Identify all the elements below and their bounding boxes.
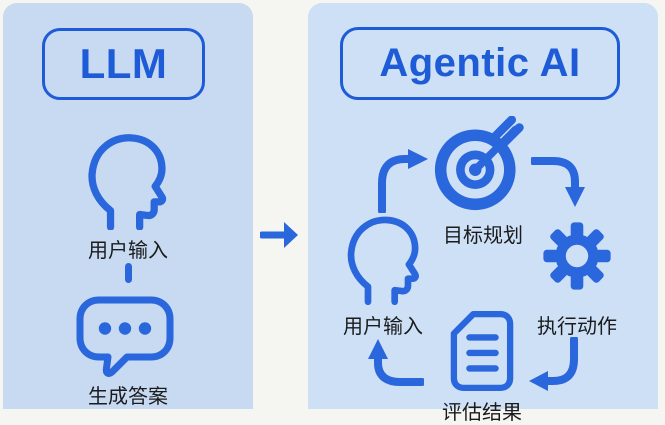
llm-title-box: LLM [42, 28, 205, 100]
generate-answer-label: 生成答案 [88, 386, 168, 408]
agentic-ai-title: Agentic AI [379, 41, 581, 85]
curve-up-right-arrow-icon [378, 149, 428, 213]
chat-bubble-icon [76, 296, 174, 377]
evaluation-result-label: 评估结果 [442, 402, 522, 424]
gear-icon [543, 222, 611, 290]
curve-down-left-arrow-icon [529, 337, 578, 391]
user-head-icon [347, 216, 419, 305]
user-input-label: 用户输入 [88, 240, 168, 262]
right-arrow-icon [260, 222, 298, 248]
document-icon [450, 311, 514, 391]
agentic-ai-title-box: Agentic AI [340, 27, 620, 100]
goal-planning-label: 目标规划 [443, 225, 523, 247]
agentic-ai-panel: Agentic AI 目标规划 用户输入 [308, 3, 658, 424]
llm-panel: LLM 用户输入 生成答案 [3, 3, 253, 409]
user-input-label: 用户输入 [343, 316, 423, 338]
vertical-connector [124, 263, 132, 283]
curve-left-up-arrow-icon [368, 339, 424, 386]
user-head-icon [88, 134, 167, 230]
execute-action-label: 执行动作 [537, 316, 617, 338]
target-icon [434, 116, 524, 211]
llm-title: LLM [79, 40, 168, 87]
curve-right-down-arrow-icon [531, 157, 585, 207]
